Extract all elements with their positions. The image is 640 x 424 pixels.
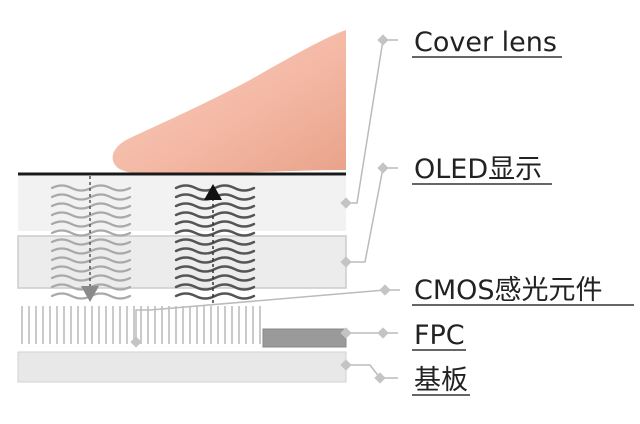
wave-line [174,238,256,246]
wave-line [174,292,256,300]
wave-line [174,265,256,273]
wave-line [174,283,256,291]
oled-layer [17,235,347,289]
finger-icon [112,30,346,176]
wave-line [50,238,132,246]
leader-dots [130,34,391,384]
up-arrow-icon [204,184,222,200]
wave-line [174,202,256,210]
wave-line [174,247,256,255]
wave-line [50,211,132,219]
label-substrate: 基板 [414,365,468,396]
label-cover-lens: Cover lens [414,27,557,58]
wave-line [174,211,256,219]
down-arrow-icon [81,286,99,302]
wave-line [50,274,132,282]
cmos-sensor-pixels [21,306,261,344]
wave-line [50,265,132,273]
wave-line [50,247,132,255]
label-cmos: CMOS感光元件 [414,275,603,306]
wave-line [50,202,132,210]
fpc-bar [262,328,347,348]
wave-line [50,184,132,192]
wave-line [50,256,132,264]
wave-line [174,274,256,282]
wave-line [174,256,256,264]
substrate-layer [17,351,347,383]
label-fpc: FPC [414,320,465,351]
wave-line [50,229,132,237]
wave-line [50,193,132,201]
wave-line [174,229,256,237]
wave-line [50,220,132,228]
label-oled: OLED显示 [414,154,542,185]
wave-line [174,220,256,228]
label-underlines [412,56,634,396]
